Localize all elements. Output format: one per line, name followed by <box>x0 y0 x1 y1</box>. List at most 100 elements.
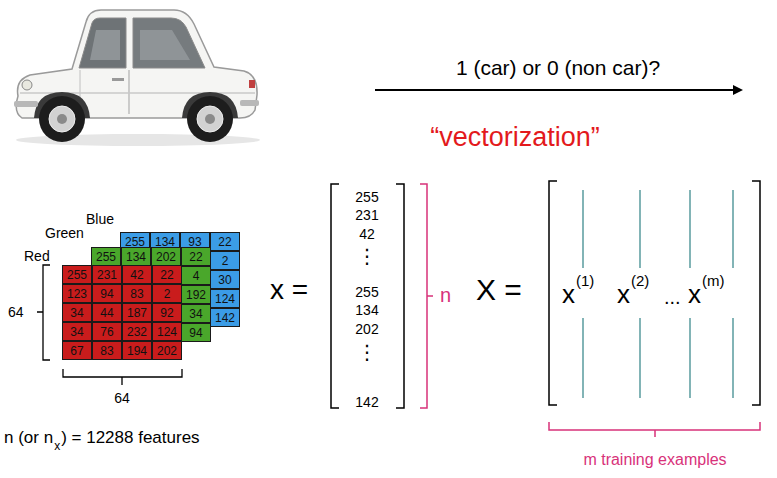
matrix-symbol: X = <box>476 275 522 305</box>
pixel-value: 92 <box>160 307 173 319</box>
pixel-value: 124 <box>215 293 235 305</box>
channel-name: Blue <box>86 212 114 226</box>
channel-name: Green <box>45 226 84 240</box>
car-interior <box>140 30 190 60</box>
hubcap-center <box>57 114 67 124</box>
pixel-value: 4 <box>193 270 200 282</box>
grid-cell: 76 <box>92 322 122 341</box>
arrow-head <box>733 85 743 95</box>
grid-cell: 255 <box>91 247 121 266</box>
pixel-value: 142 <box>215 312 235 324</box>
grid-cell: 34 <box>62 322 92 341</box>
door-handle <box>112 78 124 81</box>
pixel-value: 231 <box>97 269 117 281</box>
grid-cell: 83 <box>122 284 152 303</box>
pixel-value: 202 <box>156 251 176 263</box>
car-window <box>79 18 126 68</box>
pixel-value: 255 <box>125 236 145 248</box>
pixel-value: 67 <box>70 345 83 357</box>
vector-bracket <box>331 184 339 408</box>
pixel-value: 192 <box>186 289 206 301</box>
wheel <box>187 96 233 142</box>
vector-entry: 255 <box>355 190 378 204</box>
vector-entry: 202 <box>355 322 378 336</box>
hubcap <box>49 106 75 132</box>
grid-cell: 30 <box>210 270 240 289</box>
column-lines <box>582 318 583 398</box>
bumper <box>240 100 259 106</box>
size-bracket <box>420 184 433 408</box>
pixel-value: 22 <box>218 236 231 248</box>
vector-ellipsis: ⋮ <box>357 342 377 362</box>
dimension-bracket <box>63 369 182 385</box>
grid-cell: 142 <box>210 308 240 327</box>
pixel-value: 44 <box>100 307 113 319</box>
column-lines <box>639 190 640 268</box>
superscript: (1) <box>576 273 594 288</box>
pixel-value: 202 <box>157 345 177 357</box>
grid-cell: 94 <box>181 323 211 342</box>
vector-entry: 231 <box>355 208 378 222</box>
grid-cell: 42 <box>122 265 152 284</box>
grid-cell: 123 <box>62 284 92 303</box>
pixel-value: 134 <box>155 236 175 248</box>
grid-cell: 187 <box>122 303 152 322</box>
step-name: “vectorization” <box>430 124 600 151</box>
superscript: (m) <box>702 273 725 288</box>
grid-cell: 44 <box>92 303 122 322</box>
grid-cell: 83 <box>92 341 122 360</box>
column-lines <box>732 190 733 268</box>
size-label: m training examples <box>583 452 726 468</box>
pixel-value: 255 <box>96 251 116 263</box>
grid-cell: 34 <box>181 304 211 323</box>
pixel-value: 123 <box>67 288 87 300</box>
grid-cell: 2 <box>152 284 182 303</box>
pixel-value: 83 <box>100 345 113 357</box>
car-interior <box>90 30 120 60</box>
feature-count: n (or n <box>4 429 53 446</box>
grid-cell: 67 <box>62 341 92 360</box>
column-lines <box>689 190 690 268</box>
grid-cell: 22 <box>210 232 240 251</box>
dimension-bracket <box>37 265 50 360</box>
grid-cell: 94 <box>92 284 122 303</box>
tail-light <box>249 80 255 88</box>
grid-cell: 2 <box>210 251 240 270</box>
grid-cell: 202 <box>151 247 181 266</box>
pixel-value: 194 <box>127 345 147 357</box>
vector-entry: 134 <box>355 303 378 317</box>
pixel-value: 34 <box>189 308 202 320</box>
grid-cell: 192 <box>181 285 211 304</box>
pixel-value: 94 <box>100 288 113 300</box>
vector-ellipsis: ⋮ <box>357 246 377 266</box>
pixel-value: 34 <box>70 307 83 319</box>
car-window <box>133 18 205 68</box>
headlight <box>22 80 32 90</box>
column-lines <box>689 318 690 398</box>
pixel-value: 83 <box>130 288 143 300</box>
example-symbol: x <box>617 281 630 307</box>
grid-cell: 255 <box>62 265 92 284</box>
vector-entry: 142 <box>355 395 378 409</box>
channel-grid: 2552314222123948323444187923476232124678… <box>62 265 182 360</box>
dimension-label: 64 <box>8 305 24 319</box>
size-bracket <box>549 422 760 437</box>
bumper <box>14 101 38 107</box>
grid-cell: 232 <box>122 322 152 341</box>
matrix-bracket <box>549 181 557 405</box>
superscript: (2) <box>631 273 649 288</box>
pixel-value: 93 <box>188 236 201 248</box>
grid-cell: 22 <box>181 247 211 266</box>
channel-name: Red <box>24 249 50 263</box>
column-lines <box>732 318 733 398</box>
vector-bracket <box>396 184 404 408</box>
dimension-label: 64 <box>114 391 130 405</box>
pixel-value: 2 <box>164 288 171 300</box>
hubcap-center <box>205 114 215 124</box>
pixel-value: 134 <box>126 251 146 263</box>
grid-cell: 22 <box>152 265 182 284</box>
feature-count: ) = 12288 features <box>61 429 199 446</box>
pixel-value: 34 <box>70 326 83 338</box>
grid-cell: 34 <box>62 303 92 322</box>
